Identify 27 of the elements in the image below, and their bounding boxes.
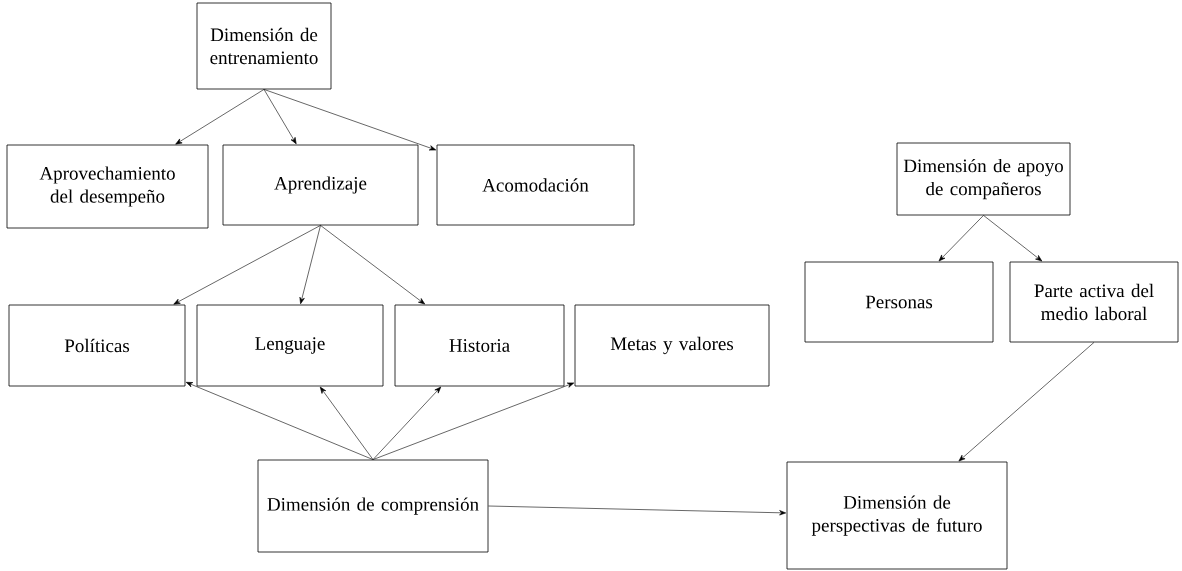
- arrow: [938, 215, 984, 262]
- arrow: [372, 382, 575, 460]
- concept-box: Personas: [804, 261, 994, 343]
- concept-box: Acomodación: [436, 144, 635, 226]
- arrow: [983, 215, 1043, 262]
- arrow: [299, 225, 321, 305]
- concept-box: Políticas: [8, 304, 186, 387]
- concept-box: Dimensión de comprensión: [257, 459, 489, 553]
- arrow: [175, 89, 265, 145]
- concept-box: Dimensión de entrenamiento: [196, 2, 332, 90]
- concept-box: Aprovechamiento del desempeño: [6, 144, 209, 229]
- concept-box: Dimensión de apoyo de compañeros: [896, 142, 1071, 216]
- arrow: [958, 342, 1095, 462]
- arrow: [319, 386, 374, 460]
- concept-box: Parte activa del medio laboral: [1009, 261, 1179, 343]
- arrow: [185, 382, 374, 460]
- arrow: [320, 225, 426, 305]
- arrow: [173, 225, 321, 305]
- concept-box: Historia: [394, 304, 565, 387]
- concept-box: Dimensión de perspectivas de futuro: [786, 461, 1008, 570]
- arrow: [372, 386, 442, 460]
- arrow: [263, 89, 297, 145]
- concept-box: Aprendizaje: [222, 144, 419, 226]
- concept-box: Lenguaje: [196, 304, 384, 387]
- arrow: [263, 89, 437, 151]
- arrow: [488, 505, 787, 516]
- concept-box: Metas y valores: [574, 304, 770, 387]
